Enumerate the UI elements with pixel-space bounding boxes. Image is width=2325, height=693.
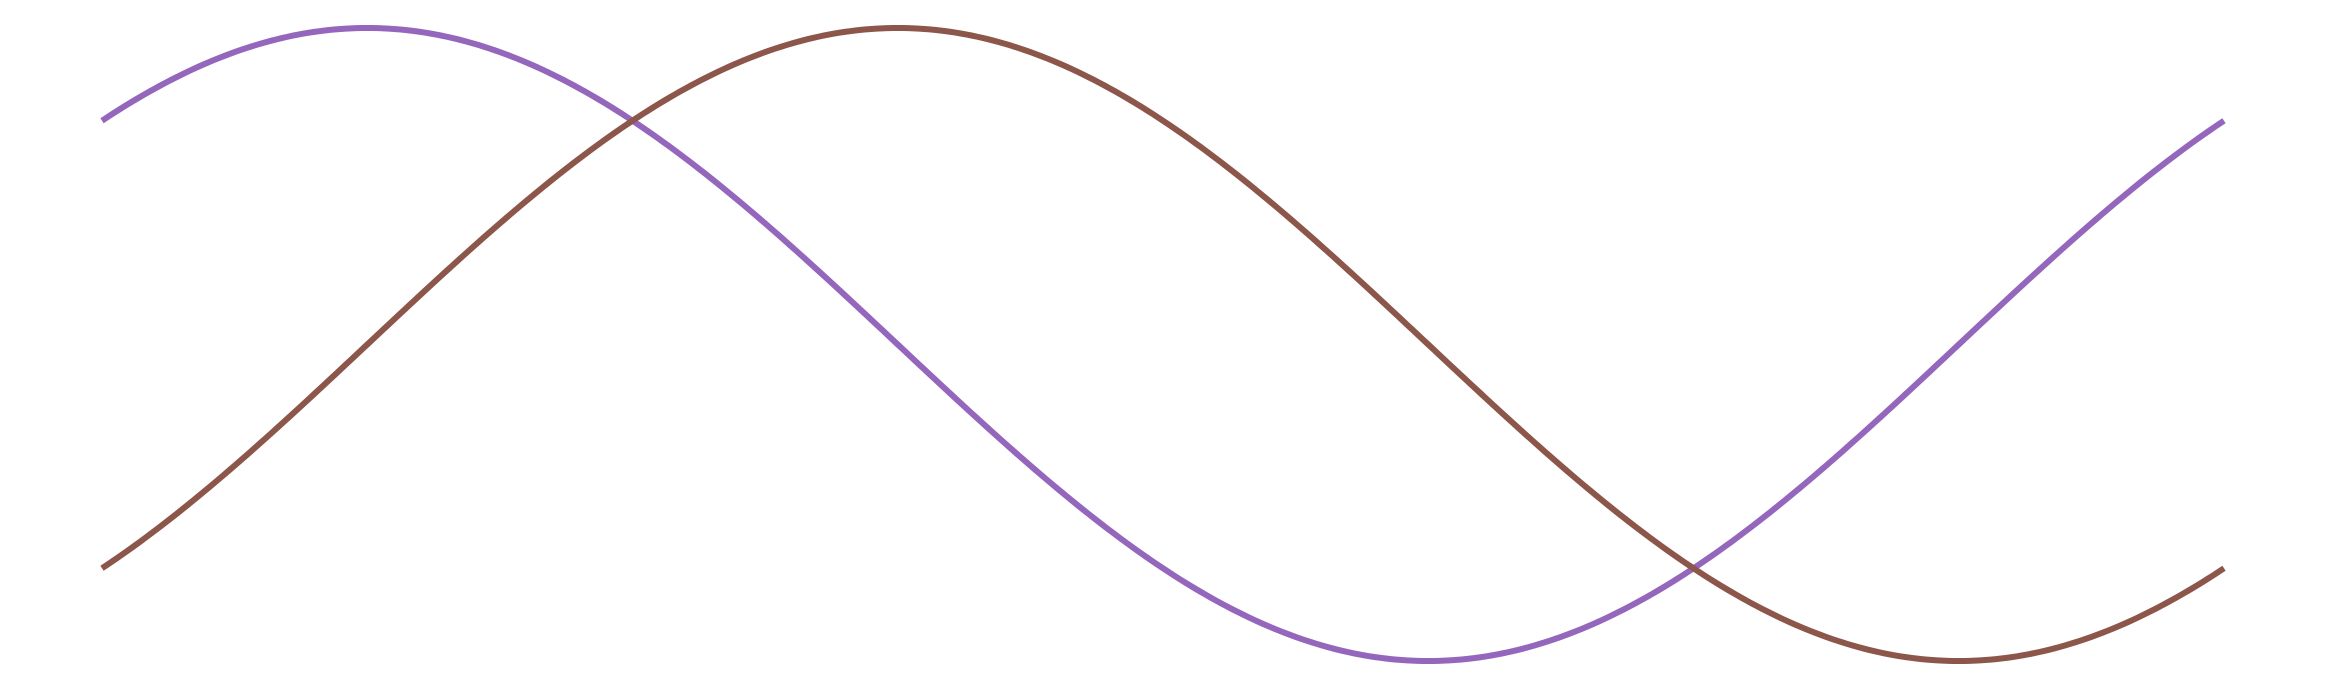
- series-line-2: [100, 25, 2226, 664]
- plot-area: [100, 25, 2226, 664]
- series-line-1: [100, 25, 2226, 664]
